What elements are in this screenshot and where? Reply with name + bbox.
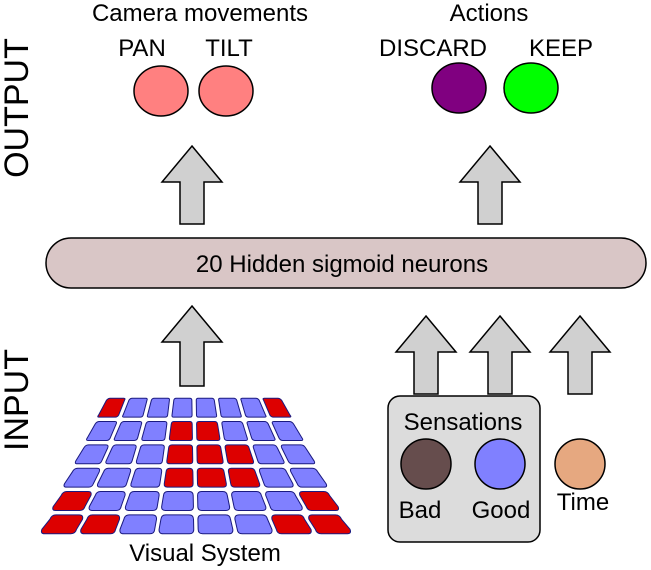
visual-cell (146, 397, 170, 418)
tilt-label: TILT (205, 35, 253, 62)
visual-cell-active (97, 397, 126, 418)
arrow-hidden-to-actions (458, 144, 522, 225)
visual-cell (271, 421, 304, 441)
visual-cell (86, 421, 118, 441)
visual-cell (195, 397, 218, 418)
visual-cell (124, 491, 160, 511)
visual-cell (161, 491, 194, 511)
visual-cell-active (271, 514, 312, 535)
hidden-layer: 20 Hidden sigmoid neurons (45, 237, 647, 289)
visual-cell (63, 467, 101, 488)
visual-cell (197, 491, 231, 511)
visual-cell (218, 397, 242, 418)
arrows-group (160, 144, 612, 395)
visual-cell (74, 444, 109, 465)
actions-group: Actions DISCARD KEEP (379, 0, 593, 114)
visual-cell-active (166, 444, 194, 465)
visual-cell (240, 397, 267, 418)
visual-cell (252, 444, 285, 465)
actions-title: Actions (450, 0, 529, 27)
bad-label: Bad (399, 497, 442, 524)
good-label: Good (472, 497, 531, 524)
visual-cell (141, 421, 168, 441)
visual-cell (135, 444, 165, 465)
time-label: Time (557, 489, 609, 516)
arrow-good-to-hidden (468, 314, 532, 395)
visual-cell-active (163, 467, 194, 488)
visual-cell-active (196, 444, 224, 465)
visual-cell (96, 467, 132, 488)
visual-cell (258, 467, 294, 488)
visual-cell (171, 397, 193, 418)
discard-label: DISCARD (379, 35, 487, 62)
visual-cell-active (262, 397, 292, 418)
good-sensor (474, 438, 526, 490)
pan-label: PAN (118, 35, 166, 62)
visual-cell-active (196, 467, 227, 488)
bad-sensor (400, 438, 452, 490)
arrow-visual-to-hidden (160, 304, 224, 387)
visual-cell (130, 467, 163, 488)
visual-cell-active (227, 467, 261, 488)
arrow-bad-to-hidden (394, 314, 458, 395)
visual-system-grid (40, 397, 352, 535)
visual-cell (289, 467, 328, 488)
visual-cell (246, 421, 276, 441)
camera-movements-title: Camera movements (92, 0, 308, 27)
arrow-hidden-to-camera (160, 144, 224, 225)
visual-cell-active (52, 491, 92, 511)
visual-cell-active (299, 491, 340, 511)
visual-cell-active (308, 514, 352, 535)
time-sensor (554, 438, 606, 490)
visual-cell (119, 514, 158, 535)
sensations-group: Sensations Bad Good (387, 395, 541, 543)
hidden-layer-label: 20 Hidden sigmoid neurons (196, 251, 488, 278)
discard-neuron (431, 62, 487, 114)
keep-neuron (503, 62, 559, 114)
visual-cell (105, 444, 137, 465)
visual-cell-active (196, 421, 221, 441)
visual-cell-active (168, 421, 193, 441)
visual-system-label: Visual System (129, 540, 281, 567)
visual-cell (280, 444, 316, 465)
visual-cell-active (80, 514, 121, 535)
input-side-label: INPUT (0, 349, 36, 451)
visual-cell-active (40, 514, 84, 535)
pan-neuron (133, 65, 189, 117)
visual-cell (265, 491, 303, 511)
hidden-layer-box (45, 237, 647, 289)
visual-cell (122, 397, 148, 418)
output-side-label: OUTPUT (0, 38, 36, 178)
visual-cell (234, 514, 273, 535)
visual-cell (158, 514, 195, 535)
sensations-box (387, 395, 541, 543)
visual-cell (221, 421, 248, 441)
visual-cell (88, 491, 126, 511)
keep-label: KEEP (529, 35, 593, 62)
arrow-time-to-hidden (548, 314, 612, 395)
visual-cell (197, 514, 234, 535)
camera-movements-group: Camera movements PAN TILT (92, 0, 308, 117)
sensations-title: Sensations (404, 409, 523, 436)
visual-cell-active (224, 444, 255, 465)
tilt-neuron (198, 65, 254, 117)
time-group: Time (554, 438, 609, 516)
visual-cell (231, 491, 267, 511)
visual-cell (113, 421, 143, 441)
